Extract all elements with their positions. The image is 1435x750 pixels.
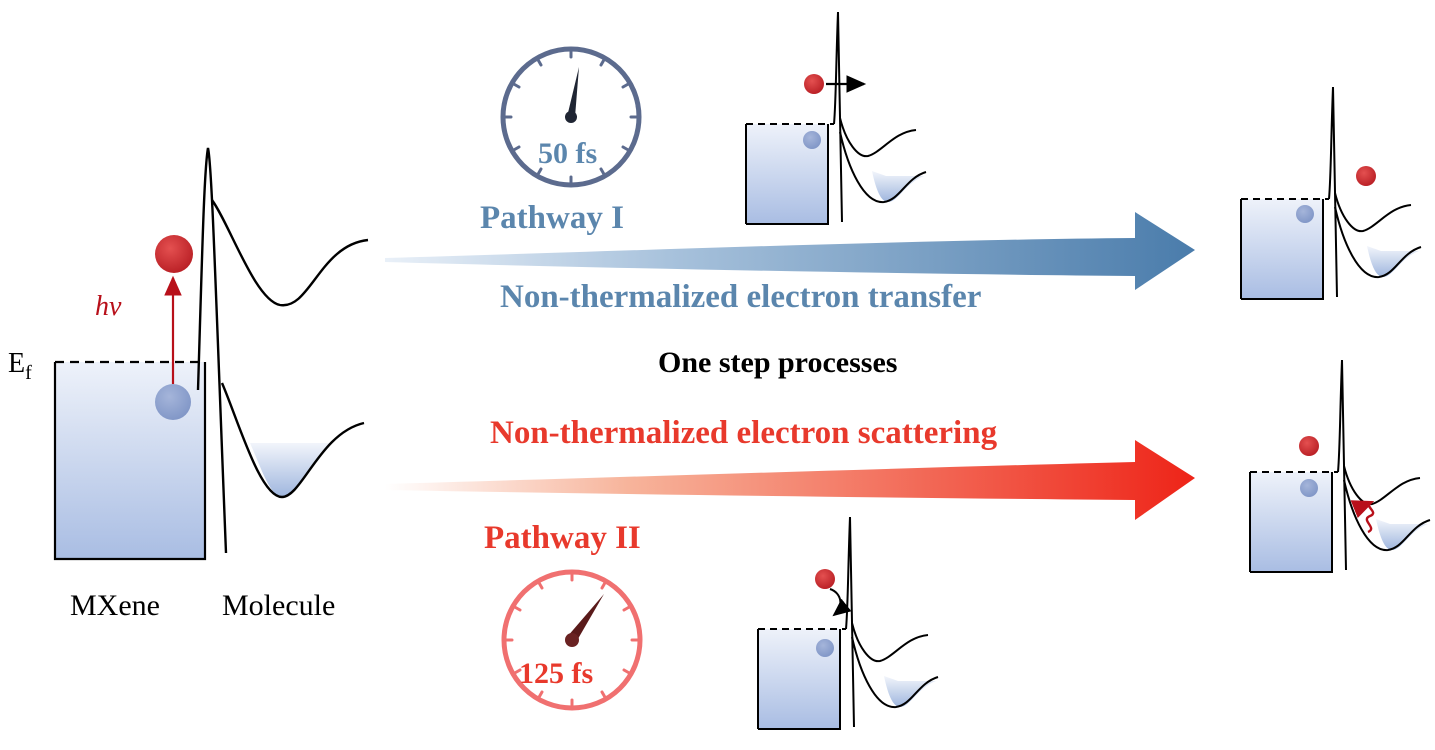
- pathway2-arrow: [385, 440, 1195, 520]
- stopwatch-hand: [567, 594, 604, 644]
- time-50fs-label: 50 fs: [538, 137, 597, 170]
- mini-diagram-scattering-step: [757, 516, 939, 730]
- stopwatch-50fs: 50 fs: [500, 46, 642, 188]
- stopwatch-hand: [567, 67, 579, 117]
- hole: [155, 384, 191, 420]
- hole: [1296, 205, 1314, 223]
- photon-label: hv: [95, 291, 122, 322]
- electron: [1356, 166, 1376, 186]
- mini-diagram-transfer-step: [745, 11, 927, 225]
- pathway2-label: Pathway II: [484, 520, 641, 556]
- mxene-label: MXene: [70, 589, 160, 622]
- molecule-lower-potential: [220, 382, 365, 499]
- electron: [1299, 436, 1319, 456]
- electron: [815, 569, 835, 589]
- hole: [803, 131, 821, 149]
- stopwatch-125fs: 125 fs: [501, 569, 643, 711]
- hole: [816, 639, 834, 657]
- electron: [804, 74, 824, 94]
- pathway1-label: Pathway I: [480, 200, 624, 236]
- molecule-label: Molecule: [222, 589, 335, 622]
- scatter-arrow: [829, 588, 852, 617]
- vibration-arrow: [1350, 500, 1375, 534]
- molecule-well-fill: [250, 443, 330, 497]
- molecule-upper-potential: [211, 199, 369, 307]
- transfer-label: Non-thermalized electron transfer: [500, 279, 981, 315]
- time-125fs-label: 125 fs: [519, 657, 593, 690]
- main-band-diagram: hv Ef MXene Molecule: [8, 147, 369, 622]
- one-step-label: One step processes: [658, 346, 897, 379]
- fermi-label: Ef: [8, 348, 32, 384]
- excited-electron: [155, 235, 193, 273]
- pathway1-arrow: [385, 212, 1195, 290]
- mini-diagram-scattering-result: [1249, 359, 1431, 573]
- mini-diagram-transfer-result: [1240, 86, 1422, 300]
- hole: [1300, 479, 1318, 497]
- tunnel-barrier: [196, 147, 228, 554]
- scattering-label: Non-thermalized electron scattering: [490, 415, 998, 451]
